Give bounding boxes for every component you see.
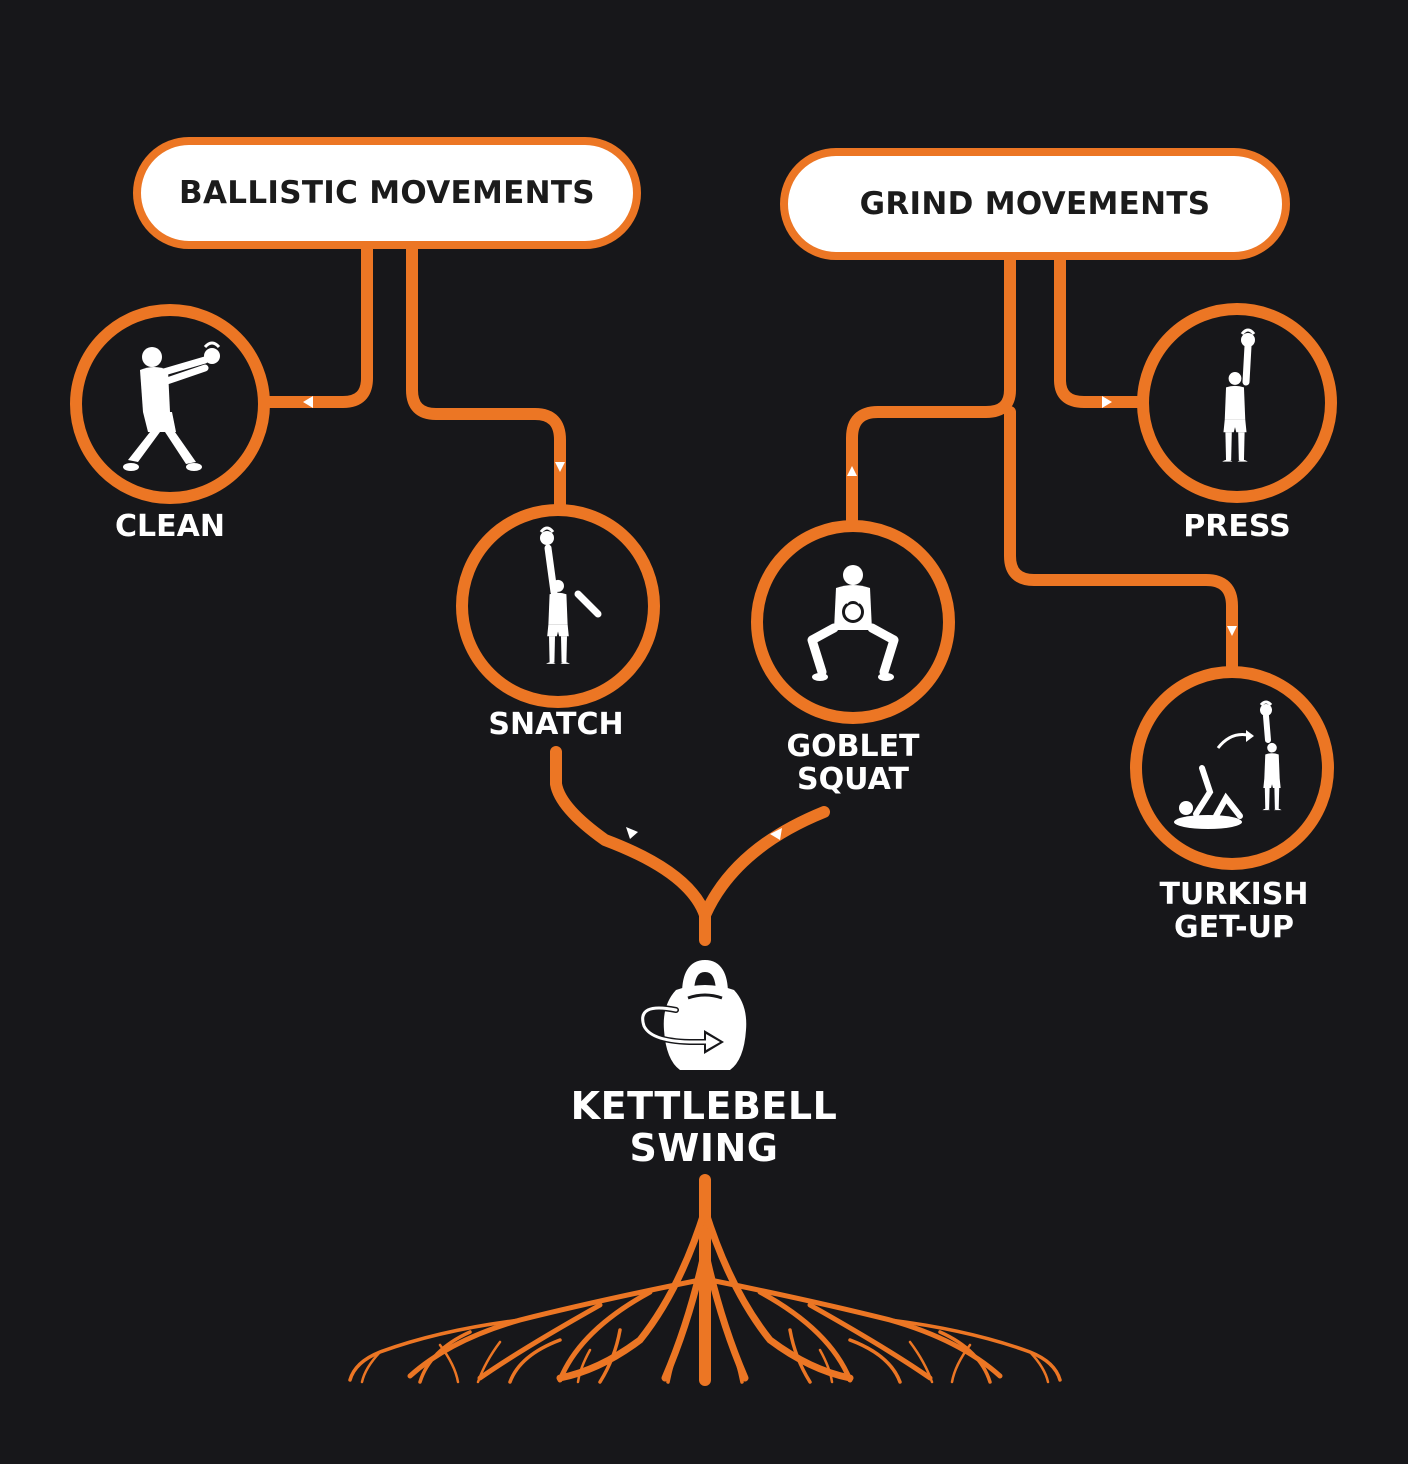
movement-circles bbox=[70, 303, 1337, 870]
arrow-from-goblet-icon bbox=[847, 466, 857, 476]
turkish-get-up-label: TURKISH GET-UP bbox=[1134, 878, 1334, 944]
line-ballistic-to-clean bbox=[262, 242, 373, 408]
arrow-snatch-path-icon bbox=[626, 827, 638, 839]
arrow-to-press-icon bbox=[1102, 396, 1112, 408]
line-goblet-to-swing bbox=[699, 806, 830, 921]
snatch-figure-icon bbox=[539, 526, 602, 664]
turkish-get-up-label-line-2: GET-UP bbox=[1174, 910, 1294, 945]
line-snatch-to-swing bbox=[550, 746, 711, 946]
turkish-get-up-label-line-1: TURKISH bbox=[1159, 877, 1309, 912]
kettlebell-swing-icon bbox=[639, 959, 747, 1070]
line-grind-to-goblet bbox=[846, 252, 1016, 534]
grind-movements-title: GRIND MOVEMENTS bbox=[859, 186, 1211, 222]
arrow-to-turkish-icon bbox=[1227, 626, 1237, 636]
press-label: PRESS bbox=[1183, 509, 1291, 544]
turkish-get-up-figure-icon bbox=[1174, 700, 1282, 829]
goblet-squat-figure-icon bbox=[807, 565, 899, 681]
clean-label: CLEAN bbox=[115, 509, 225, 544]
clean-ring bbox=[70, 304, 270, 504]
goblet-squat-label-line-2: SQUAT bbox=[797, 762, 909, 797]
press-figure-icon bbox=[1222, 328, 1256, 462]
snatch-label: SNATCH bbox=[488, 707, 624, 742]
turkish-get-up-ring bbox=[1130, 666, 1334, 870]
line-grind-to-press bbox=[1054, 252, 1146, 408]
grind-movements-box: GRIND MOVEMENTS bbox=[780, 148, 1290, 260]
line-ballistic-to-snatch bbox=[406, 242, 566, 516]
arrow-goblet-path-icon bbox=[770, 828, 782, 840]
line-grind-to-turkish bbox=[1004, 406, 1238, 684]
ballistic-movements-title: BALLISTIC MOVEMENTS bbox=[179, 175, 595, 211]
goblet-squat-label: GOBLET SQUAT bbox=[753, 730, 953, 796]
kettlebell-swing-label-line-1: KETTLEBELL bbox=[570, 1084, 838, 1128]
roots-icon bbox=[348, 1206, 1062, 1386]
direction-arrows bbox=[303, 396, 1237, 840]
kettlebell-swing-label-line-2: SWING bbox=[629, 1125, 779, 1170]
arrow-to-clean-icon bbox=[303, 396, 313, 408]
goblet-squat-label-line-1: GOBLET bbox=[786, 729, 920, 764]
kettlebell-swing-label: KETTLEBELL SWING bbox=[554, 1084, 854, 1170]
arrow-to-snatch-icon bbox=[555, 462, 565, 472]
ballistic-movements-box: BALLISTIC MOVEMENTS bbox=[133, 137, 641, 249]
clean-figure-icon bbox=[123, 341, 221, 471]
